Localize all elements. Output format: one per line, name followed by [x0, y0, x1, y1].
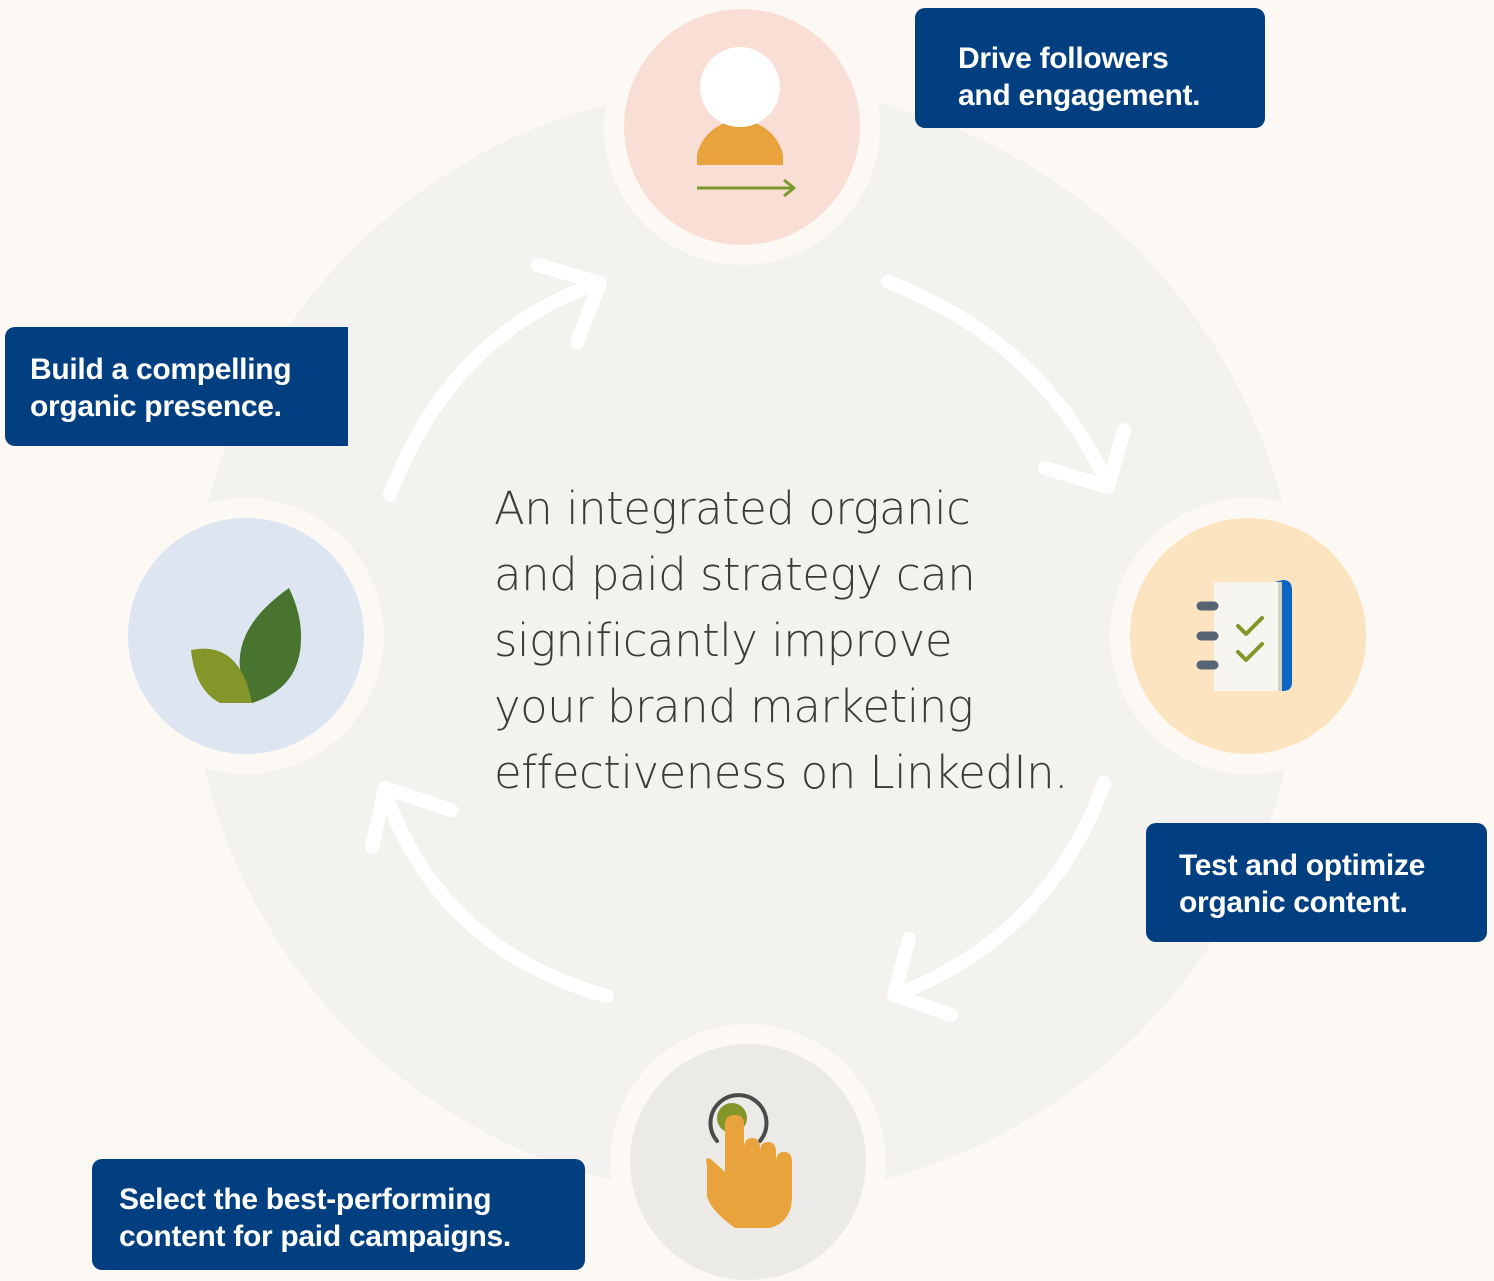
callout-line: content for paid campaigns. [119, 1220, 511, 1253]
arrow-top-to-right [881, 275, 1115, 491]
step-left [128, 518, 364, 754]
arrow-bottom-to-left [377, 783, 614, 1003]
person-arrow-icon [697, 47, 796, 198]
center-statement: An integrated organic and paid strategy … [494, 476, 1114, 806]
center-statement-line: your brand marketing [494, 680, 974, 733]
arrow-right-to-bottom-head [887, 932, 958, 1022]
center-statement-line: effectiveness on LinkedIn. [494, 746, 1068, 799]
center-statement-line: An integrated organic [494, 482, 971, 535]
leaf-icon [191, 588, 302, 703]
callout-select-best: Select the best-performing content for p… [92, 1159, 585, 1270]
callout-line: Build a compelling [30, 353, 292, 386]
center-statement-line: significantly improve [494, 614, 953, 667]
arrow-right-to-bottom [889, 776, 1111, 1002]
callout-line: Test and optimize [1179, 849, 1426, 882]
cycle-arrows [365, 258, 1131, 1022]
callout-line: organic content. [1179, 886, 1408, 919]
callout-build-presence: Build a compelling organic presence. [5, 327, 348, 446]
tap-hand-icon [706, 1093, 792, 1228]
callout-line: and engagement. [958, 79, 1201, 112]
arrow-top-to-right-head [1038, 423, 1131, 494]
checklist-notebook-icon [1196, 580, 1292, 691]
callout-line: Select the best-performing [119, 1183, 492, 1216]
step-top [624, 9, 860, 245]
callout-line: organic presence. [30, 390, 282, 423]
arrow-left-to-top-head [531, 258, 607, 349]
arrow-bottom-to-left-head [365, 781, 458, 854]
center-statement-line: and paid strategy can [494, 548, 976, 601]
step-right [1130, 518, 1366, 754]
callout-test-optimize: Test and optimize organic content. [1146, 823, 1487, 942]
step-bottom [630, 1044, 866, 1280]
arrow-left-to-top [383, 276, 605, 502]
callout-drive-followers: Drive followers and engagement. [915, 8, 1265, 128]
callout-line: Drive followers [958, 42, 1169, 75]
